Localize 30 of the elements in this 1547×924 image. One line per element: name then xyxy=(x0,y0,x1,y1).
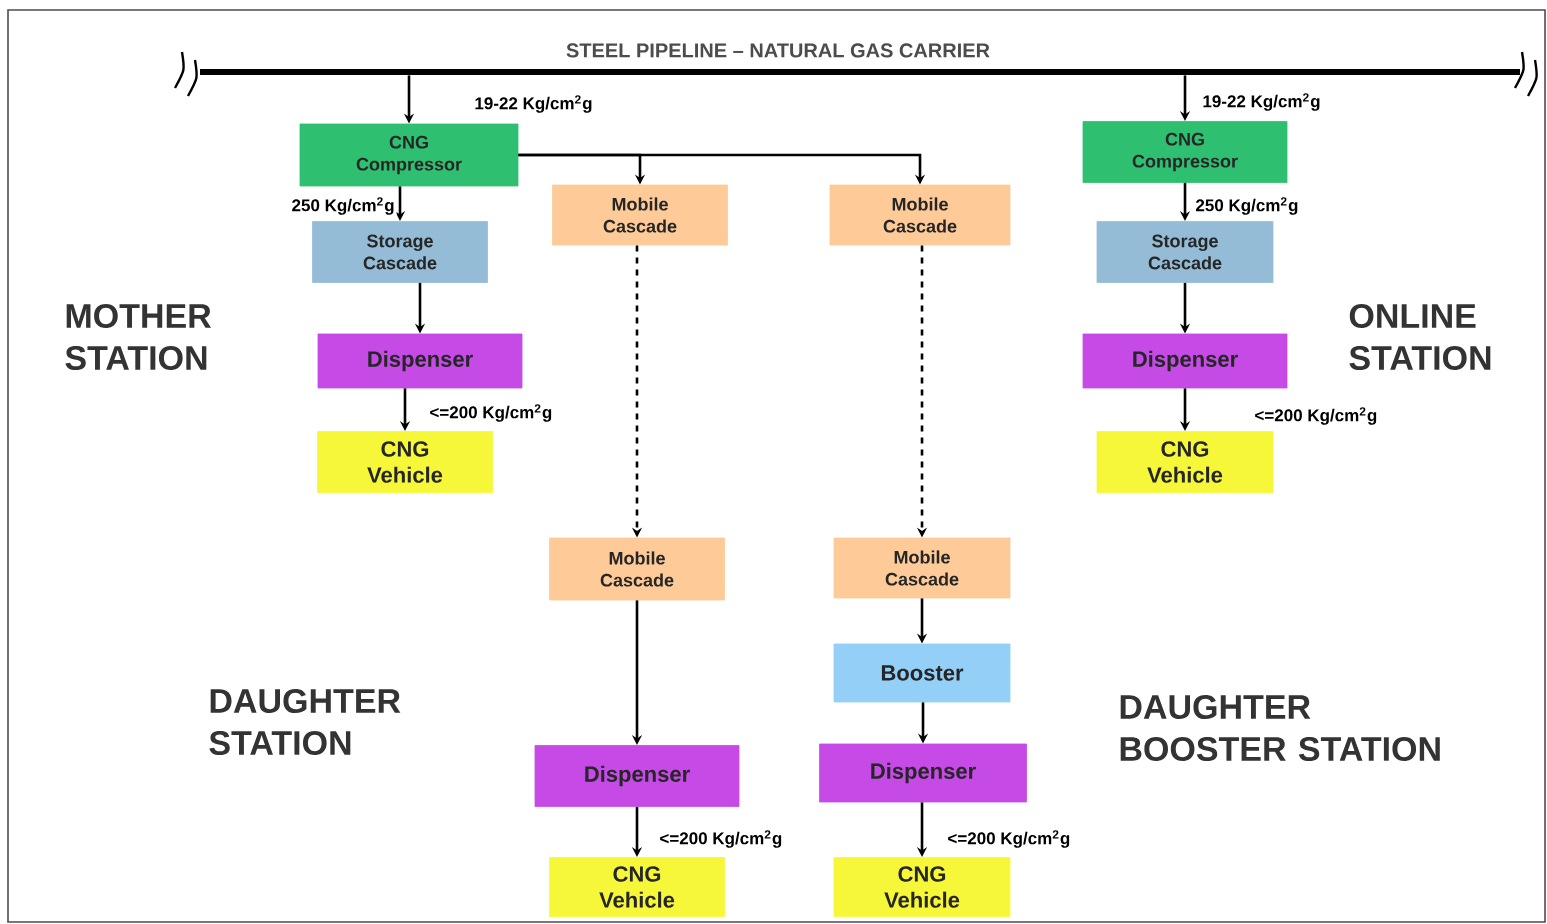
station-label: DAUGHTER BOOSTER STATION xyxy=(1120,694,1440,762)
dispenser-box: Dispenser xyxy=(534,745,740,807)
cascade-box: Mobile Cascade xyxy=(549,537,725,601)
station-label: ONLINE STATION xyxy=(1349,303,1491,371)
station-label: MOTHER STATION xyxy=(65,303,212,371)
cascade-box: Mobile Cascade xyxy=(833,537,1011,599)
compressor-box: CNG Compressor xyxy=(1082,121,1288,183)
vehicle-box: CNG Vehicle xyxy=(317,431,493,493)
cascade-box: Mobile Cascade xyxy=(829,184,1011,246)
vehicle-box: CNG Vehicle xyxy=(549,857,725,917)
station-label: DAUGHTER STATION xyxy=(209,688,401,756)
vehicle-box: CNG Vehicle xyxy=(833,857,1011,917)
vehicle-box: CNG Vehicle xyxy=(1096,431,1274,493)
edge-label: 250 Kg/cm$^{2}$g xyxy=(1193,195,1301,217)
edge-label: <=200 Kg/cm$^{2}$g xyxy=(427,402,555,424)
storage-box: Storage Cascade xyxy=(1096,221,1274,283)
edge-label: <=200 Kg/cm$^{2}$g xyxy=(945,828,1073,850)
dispenser-box: Dispenser xyxy=(819,743,1027,803)
edge-label: 250 Kg/cm$^{2}$g xyxy=(289,195,397,217)
compressor-box: CNG Compressor xyxy=(299,123,519,187)
node-label: STEEL PIPELINE – NATURAL GAS CARRIER xyxy=(566,43,990,58)
edge-label: 19-22 Kg/cm$^{2}$g xyxy=(1200,91,1323,113)
edge-label: 19-22 Kg/cm$^{2}$g xyxy=(472,93,595,115)
edge-label: <=200 Kg/cm$^{2}$g xyxy=(1252,405,1380,427)
dispenser-box: Dispenser xyxy=(317,333,523,389)
storage-box: Storage Cascade xyxy=(312,221,488,283)
edge-label: <=200 Kg/cm$^{2}$g xyxy=(657,828,785,850)
dispenser-box: Dispenser xyxy=(1082,333,1288,389)
booster-box: Booster xyxy=(833,643,1011,703)
cascade-box: Mobile Cascade xyxy=(552,184,728,246)
